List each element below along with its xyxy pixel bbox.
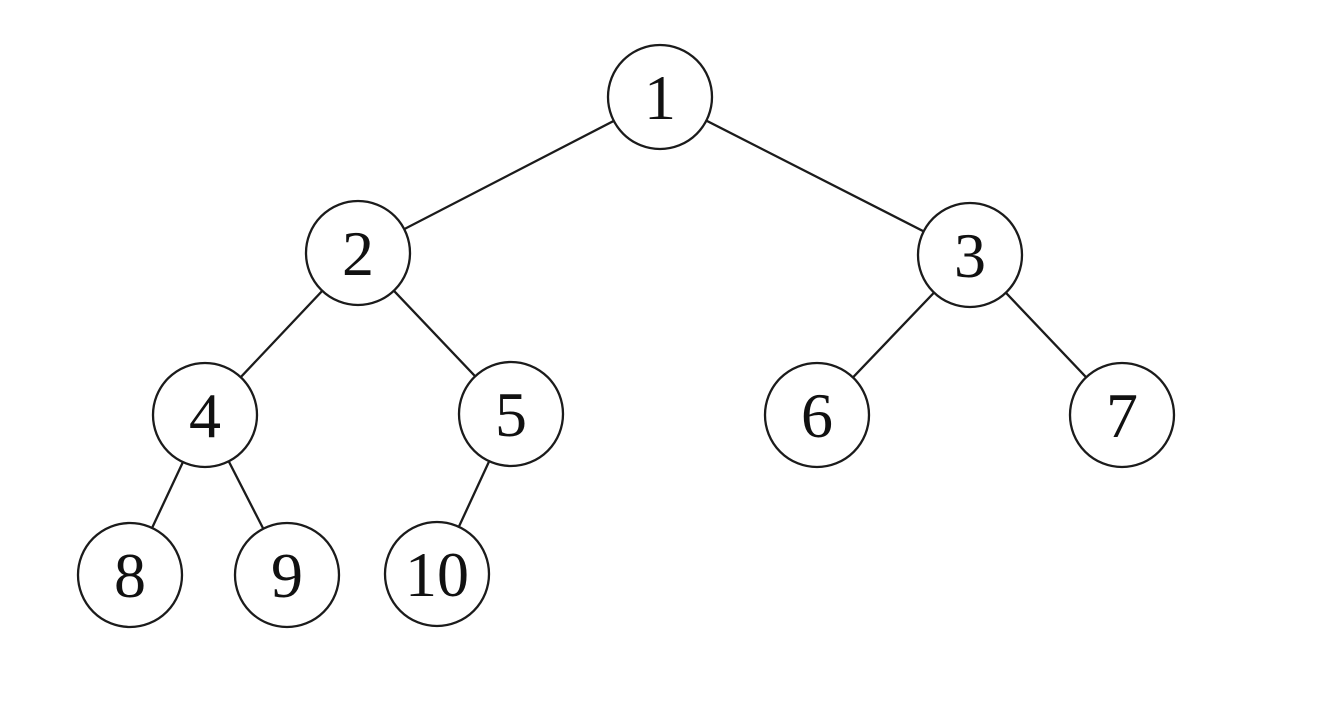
tree-node-3: 3	[916, 201, 1024, 309]
node-label-6: 6	[801, 380, 833, 451]
node-circle-8	[76, 521, 184, 629]
node-circle-5	[457, 360, 565, 468]
tree-node-6: 6	[763, 361, 871, 469]
node-label-7: 7	[1106, 380, 1138, 451]
node-label-4: 4	[189, 380, 221, 451]
node-label-8: 8	[114, 540, 146, 611]
node-label-9: 9	[271, 540, 303, 611]
tree-node-2: 2	[304, 199, 412, 307]
node-circle-1	[606, 43, 714, 151]
node-circle-4	[151, 361, 259, 469]
tree-node-10: 10	[383, 520, 491, 628]
node-label-5: 5	[495, 379, 527, 450]
tree-node-5: 5	[457, 360, 565, 468]
node-circle-7	[1068, 361, 1176, 469]
node-circle-10	[383, 520, 491, 628]
node-circle-3	[916, 201, 1024, 309]
node-label-2: 2	[342, 218, 374, 289]
tree-node-7: 7	[1068, 361, 1176, 469]
node-label-1: 1	[644, 62, 676, 133]
tree-edge-1-2	[357, 95, 661, 255]
node-circle-6	[763, 361, 871, 469]
node-label-10: 10	[405, 539, 469, 610]
node-circle-9	[233, 521, 341, 629]
tree-node-1: 1	[606, 43, 714, 151]
tree-node-4: 4	[151, 361, 259, 469]
tree-node-8: 8	[76, 521, 184, 629]
tree-edge-1-3	[659, 95, 971, 257]
node-circle-2	[304, 199, 412, 307]
node-label-3: 3	[954, 220, 986, 291]
tree-node-9: 9	[233, 521, 341, 629]
